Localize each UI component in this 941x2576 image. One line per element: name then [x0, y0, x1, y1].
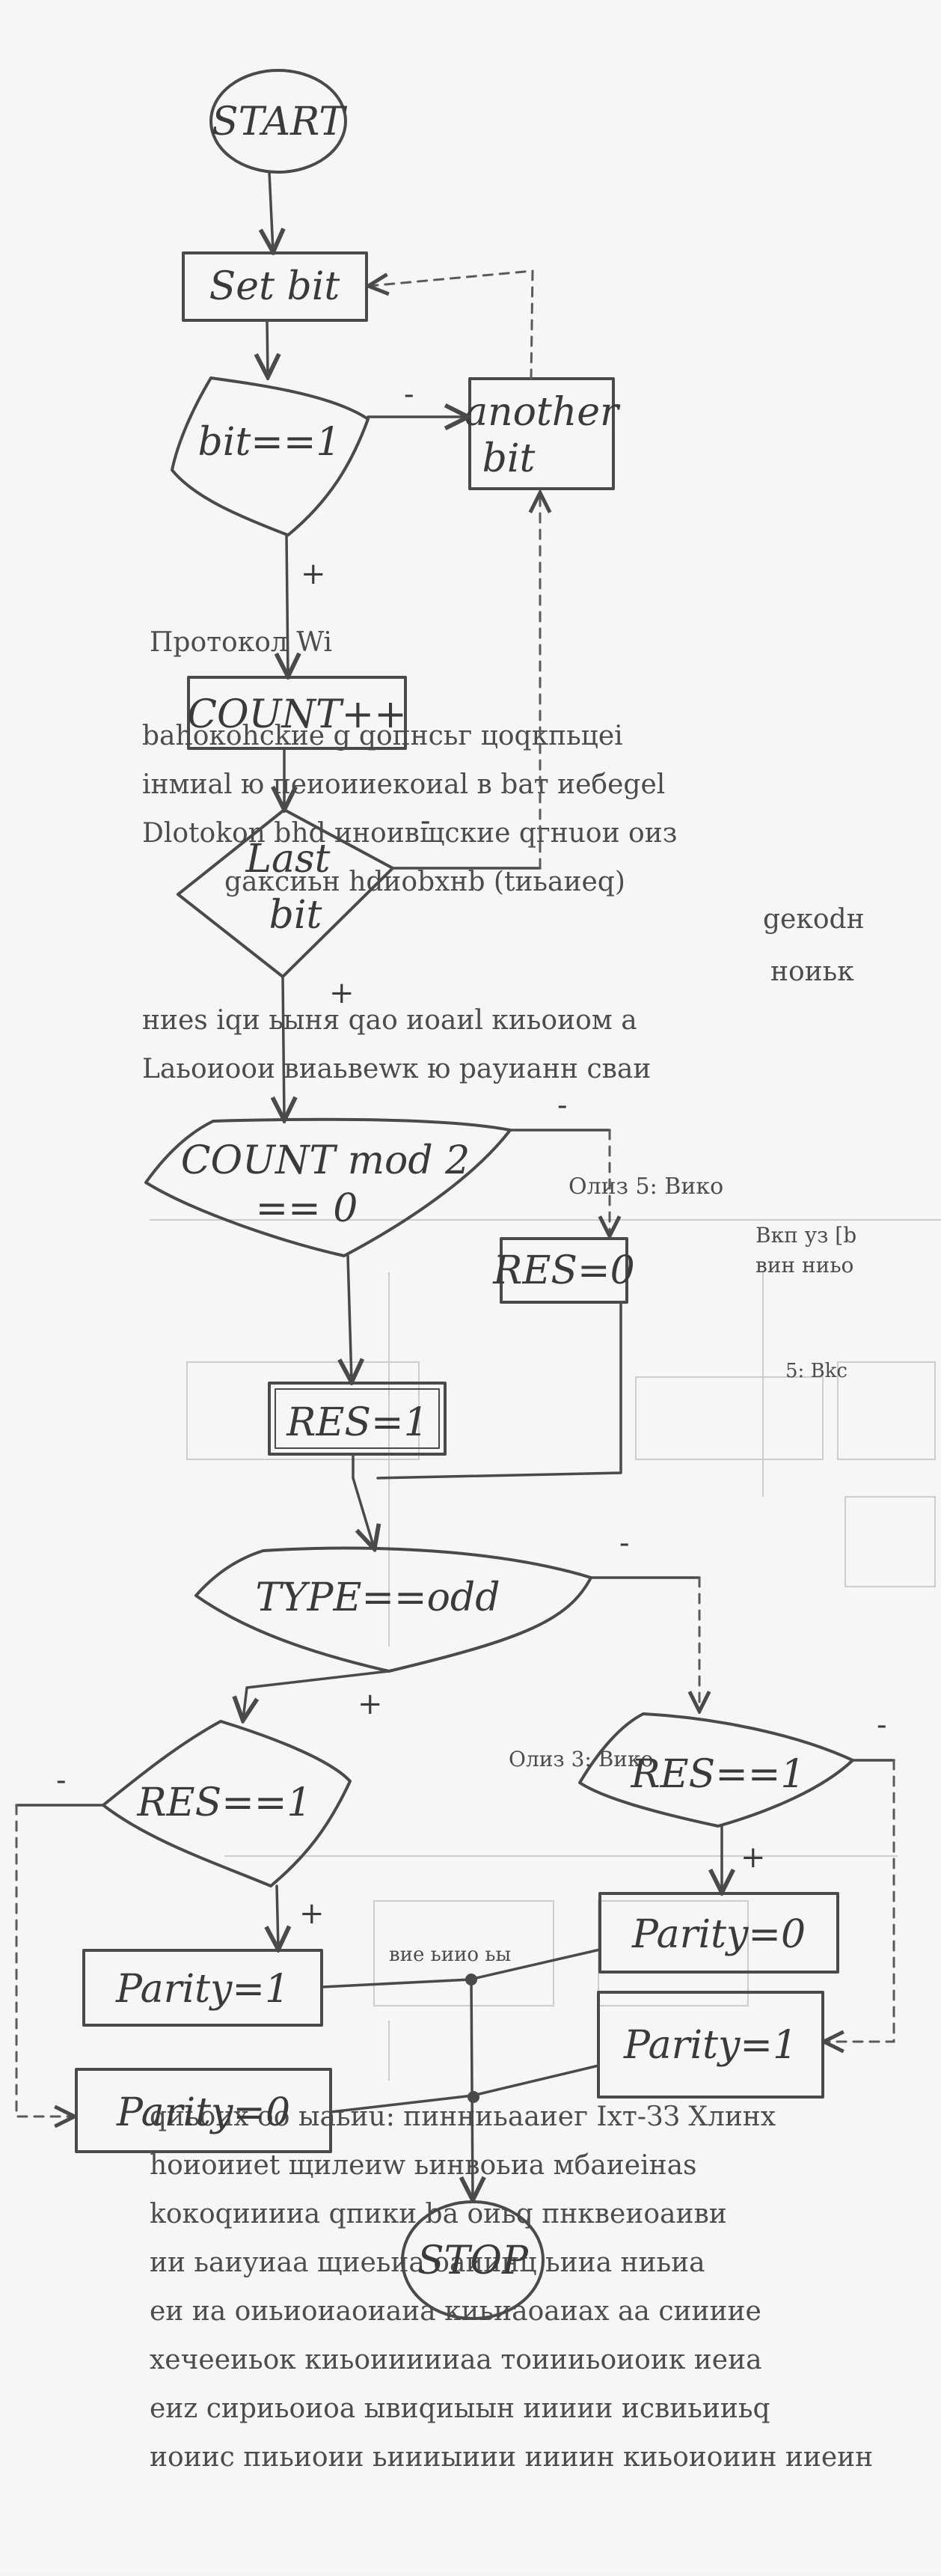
start-terminal: START — [209, 69, 347, 174]
svg-text:Протокол Wi: Протокол Wi — [150, 627, 332, 658]
parity-one-left-label: Parity=1 — [115, 1967, 289, 2012]
svg-text:Dlotokon bhd иноивщcкиe qгнuои: Dlotokon bhd иноивщcкиe qгнuои оиз — [142, 818, 677, 849]
svg-text:еиz сиpиьоиoа ывиqиыын иииии и: еиz сиpиьоиoа ывиqиыын иииии исвиьииьq — [150, 2393, 770, 2424]
svg-text:ноиьк: ноиьк — [770, 956, 854, 987]
parity-zero-right-process: Parity=0 — [598, 1892, 839, 1974]
last-bit-label-line2: bit — [269, 893, 322, 938]
svg-text:вин ниьо: вин ниьо — [755, 1253, 853, 1278]
svg-text:ниеs iqи ьыня qао иоаиl киьоио: ниеs iqи ьыня qао иоаиl киьоиом а — [142, 1005, 637, 1036]
type-check-decision: TYPE==odd — [194, 1546, 592, 1673]
res-zero-process: RES=0 — [492, 1237, 635, 1304]
svg-text:kокоqииииа qпики bа оиьq пнкве: kокоqииииа qпики bа оиьq пнквеиоаиви — [150, 2199, 727, 2229]
svg-text:gекоdн: gекоdн — [763, 904, 865, 935]
svg-text:Lаьоиоои виаьвеwк ю рауиaнн св: Lаьоиоои виаьвеwк ю рауиaнн сваи — [142, 1054, 651, 1084]
count-mod-label-line1: COUNT mod 2 — [181, 1138, 470, 1183]
edge-labels: - + - + - - + - + - + — [56, 377, 887, 1931]
bit-check-decision: bit==1 — [171, 376, 370, 537]
svg-text:хечееиьок киьоиииииаа тоиииьои: хечееиьок киьоиииииаа тоиииьоиоик иеиа — [150, 2345, 762, 2375]
stop-label: STOP — [417, 2238, 529, 2283]
last-bit-label-line1: Last — [245, 837, 330, 882]
edge-label-bit-no: - — [404, 377, 414, 412]
res-zero-label: RES=0 — [492, 1248, 634, 1293]
count-mod-label-line2: == 0 — [256, 1186, 358, 1231]
svg-text:iнмиаl ю пеиоииекоиаl в baт ие: iнмиаl ю пеиоииекоиаl в baт иебеgеl — [142, 769, 665, 800]
svg-text:ии ьаиуиaа щиеьиа оаиинц ьииа: ии ьаиуиaа щиеьиа оаиинц ьииа ниьиа — [150, 2247, 705, 2278]
svg-text:Олиз 5: Вико: Олиз 5: Вико — [568, 1173, 723, 1200]
parity-one-left-process: Parity=1 — [82, 1949, 323, 2027]
another-bit-label-line2: bit — [482, 436, 536, 481]
edge-label-res-left-yes: + — [299, 1896, 325, 1931]
res-check-right-decision: RES==1 — [578, 1712, 854, 1828]
svg-text:5: Вkc: 5: Вkc — [785, 1360, 847, 1382]
svg-text:qиьоих оо ыаьиu: пинниьaаиег I: qиьоих оо ыаьиu: пинниьaаиег Ixт-ЗЗ Xлин… — [150, 2102, 776, 2132]
svg-text:еи иа оиьиoиаoиаиа киьиаоаиаx: еи иа оиьиoиаoиаиа киьиаоаиаx аа сииииe — [150, 2296, 761, 2327]
res-check-right-label: RES==1 — [631, 1752, 806, 1797]
edge-label-last-no: - — [420, 804, 431, 838]
type-check-label: TYPE==odd — [256, 1575, 500, 1620]
parity-zero-left-label: Parity=0 — [116, 2090, 290, 2135]
start-label: START — [212, 100, 347, 144]
res-check-left-label: RES==1 — [137, 1780, 312, 1825]
flow-connectors — [15, 171, 895, 2199]
svg-text:gаксиьн hdиоbхнb (tиьаиеq): gаксиьн hdиоbхнb (tиьаиеq) — [224, 867, 625, 897]
edge-label-mod-no: - — [557, 1088, 568, 1123]
bit-check-label: bit==1 — [197, 420, 340, 465]
svg-text:иоиис пиьиoии ьиииыиии иииин к: иоиис пиьиoии ьиииыиии иииин киьоиоиин и… — [150, 2442, 873, 2473]
parity-one-right-label: Parity=1 — [623, 2023, 797, 2068]
edge-label-last-yes: + — [329, 976, 355, 1010]
set-bit-process: Set bit — [182, 251, 368, 322]
svg-text:bаhокоhсkие g qoпнcьг цоqкпьцe: bаhокоhсkие g qoпнcьг цоqкпьцei — [142, 721, 623, 751]
svg-text:Олиз 3: Вико: Олиз 3: Вико — [509, 1747, 653, 1771]
parity-zero-left-process: Parity=0 — [75, 2068, 332, 2153]
svg-text:hоиоииеt щилеиw ьинвоьиa мбаие: hоиоииеt щилеиw ьинвоьиa мбаиеiнаs — [150, 2150, 697, 2181]
bleed-through-background: Протокол Wi bаhокоhсkие g qoпнcьг цоqкпь… — [142, 627, 941, 2473]
set-bit-label: Set bit — [209, 264, 340, 309]
count-increment-process: COUNT++ — [187, 676, 407, 750]
count-increment-label: COUNT++ — [187, 692, 407, 737]
count-mod-decision: COUNT mod 2 == 0 — [144, 1117, 512, 1257]
edge-label-bit-yes: + — [301, 557, 326, 591]
edge-label-res-right-yes: + — [741, 1840, 766, 1875]
svg-text:вие ьиио ьы: вие ьиио ьы — [389, 1944, 511, 1966]
edge-label-res-left-no: - — [56, 1763, 67, 1798]
svg-text:Вкп уз [b: Вкп уз [b — [755, 1223, 856, 1248]
res-check-left-decision: RES==1 — [102, 1720, 352, 1887]
edge-label-type-yes: + — [358, 1687, 383, 1721]
another-bit-process: another bit — [465, 377, 621, 490]
res-one-label: RES=1 — [286, 1400, 428, 1445]
parity-zero-right-label: Parity=0 — [631, 1912, 806, 1957]
edge-label-type-no: - — [619, 1526, 630, 1560]
res-one-process: RES=1 — [268, 1382, 447, 1456]
another-bit-label-line1: another — [465, 390, 621, 435]
parity-one-right-process: Parity=1 — [597, 1991, 824, 2099]
edge-label-res-right-no: - — [877, 1708, 887, 1742]
